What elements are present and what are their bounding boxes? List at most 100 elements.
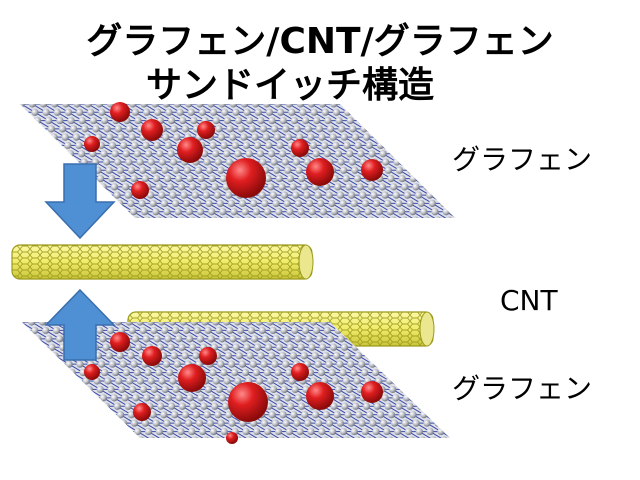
carbon-atom	[143, 216, 151, 218]
carbon-atom	[354, 352, 363, 360]
carbon-atom	[179, 322, 187, 326]
carbon-atom	[272, 335, 280, 343]
carbon-atom	[56, 116, 64, 125]
carbon-atom	[232, 343, 240, 351]
carbon-atom	[317, 368, 326, 377]
carbon-atom	[65, 360, 73, 368]
carbon-atom	[404, 158, 412, 166]
carbon-atom	[412, 419, 420, 427]
carbon-atom	[315, 419, 323, 427]
carbon-atom	[177, 427, 185, 436]
carbon-atom	[368, 360, 377, 368]
carbon-atom	[115, 377, 123, 385]
carbon-atom	[149, 199, 157, 208]
carbon-atom	[296, 133, 304, 141]
carbon-atom	[348, 394, 357, 402]
carbon-atom	[355, 216, 364, 218]
carbon-atom	[325, 191, 333, 199]
carbon-atom	[245, 150, 253, 158]
carbon-atom	[169, 191, 177, 199]
carbon-atom	[345, 183, 353, 191]
carbon-atom	[210, 108, 218, 116]
carbon-atom	[365, 352, 373, 360]
carbon-atom	[61, 133, 69, 141]
carbon-atom	[343, 141, 351, 150]
graphene-bond	[358, 111, 373, 122]
carbon-atom	[246, 116, 254, 125]
carbon-atom	[31, 108, 39, 116]
carbon-atom	[431, 208, 439, 216]
carbon-atom	[200, 402, 208, 410]
carbon-atom	[279, 116, 287, 125]
carbon-atom	[307, 427, 315, 436]
carbon-atom	[271, 360, 279, 368]
carbon-atom	[339, 427, 348, 436]
adatom	[361, 381, 383, 403]
carbon-atom	[110, 183, 119, 191]
carbon-atom	[73, 104, 81, 108]
carbon-atom	[399, 385, 408, 394]
carbon-atom	[211, 402, 219, 410]
carbon-atom	[182, 326, 191, 335]
carbon-atom	[336, 419, 344, 427]
carbon-atom	[102, 343, 110, 351]
carbon-atom	[392, 191, 400, 199]
carbon-atom	[267, 150, 276, 158]
carbon-atom	[276, 402, 284, 410]
carbon-atom	[417, 402, 425, 410]
carbon-atom	[58, 125, 67, 133]
carbon-atom	[251, 335, 259, 343]
carbon-atom	[36, 125, 44, 133]
adatom	[110, 102, 130, 122]
carbon-atom	[209, 141, 217, 150]
carbon-atom	[176, 108, 184, 116]
carbon-atom	[161, 385, 169, 394]
carbon-atom	[355, 108, 363, 116]
carbon-atom	[265, 108, 274, 116]
carbon-atom	[228, 419, 236, 427]
carbon-atom	[110, 394, 118, 402]
carbon-atom	[173, 133, 181, 141]
carbon-atom	[214, 411, 222, 419]
carbon-atom	[174, 419, 182, 427]
carbon-atom	[172, 166, 180, 174]
carbon-atom	[353, 208, 361, 216]
carbon-atom	[135, 343, 143, 351]
carbon-atom	[420, 411, 428, 419]
carbon-atom	[124, 402, 132, 410]
carbon-atom	[121, 394, 129, 402]
carbon-atom	[154, 108, 162, 116]
carbon-atom	[389, 216, 397, 218]
carbon-atom	[311, 216, 319, 218]
carbon-atom	[165, 108, 173, 116]
carbon-atom	[423, 183, 431, 191]
carbon-atom	[298, 322, 307, 326]
graphene-bond	[424, 178, 439, 188]
carbon-atom	[290, 411, 298, 419]
carbon-atom	[294, 199, 303, 208]
carbon-atom	[219, 208, 227, 216]
graphene-bond	[391, 144, 406, 155]
adatom-group-top	[84, 102, 383, 199]
carbon-atom	[371, 125, 379, 133]
carbon-atom	[197, 174, 205, 183]
carbon-atom	[189, 183, 197, 191]
carbon-atom	[42, 326, 50, 335]
carbon-atom	[392, 394, 400, 402]
carbon-atom	[350, 199, 358, 208]
carbon-atom	[411, 216, 419, 218]
carbon-atom	[343, 436, 351, 438]
carbon-atom	[290, 116, 299, 125]
carbon-atom	[108, 360, 117, 368]
carbon-atom	[395, 402, 403, 410]
carbon-atom	[223, 116, 232, 125]
carbon-atom	[99, 394, 107, 402]
adatom	[110, 332, 130, 352]
graphene-bond	[112, 422, 128, 432]
carbon-atom	[403, 394, 411, 402]
carbon-atom	[238, 199, 247, 208]
carbon-atom	[305, 199, 314, 208]
carbon-atom	[158, 191, 166, 199]
carbon-atom	[310, 108, 318, 116]
